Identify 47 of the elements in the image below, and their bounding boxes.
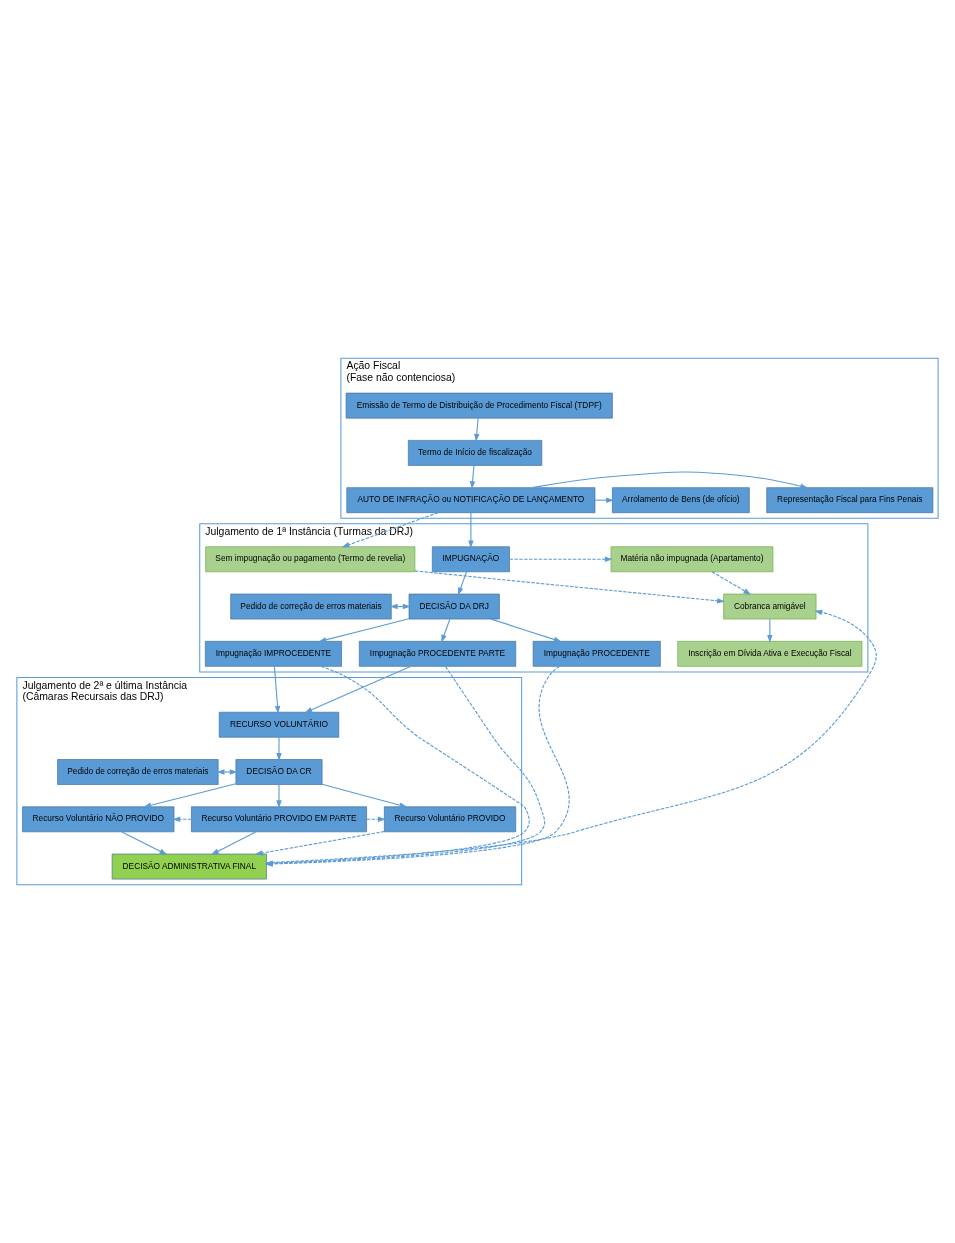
- node-box: Matéria não impugnada (Apartamento): [610, 546, 774, 573]
- node-box: Emissão de Termo de Distribuição de Procedimento Fiscal (TDPF): [345, 392, 613, 419]
- node-box: Cobranca amigável: [723, 593, 817, 620]
- node-box: Pedido de correção de erros materiais: [57, 759, 219, 785]
- node-box: Impugnação PROCEDENTE: [532, 640, 661, 667]
- node-box: RECURSO VOLUNTÁRIO: [218, 711, 340, 738]
- arrow: [468, 512, 474, 549]
- arrow: [318, 618, 410, 643]
- arrow: [711, 571, 752, 595]
- arrow: [414, 570, 726, 604]
- node-box: Recurso Voluntário NÃO PROVIDO: [22, 806, 175, 833]
- arrow: [509, 556, 613, 562]
- arrow: [531, 471, 809, 489]
- node-box: DECISÃO ADMINISTRATIVA FINAL: [111, 853, 267, 880]
- arrow: [276, 736, 282, 761]
- node-box: Sem impugnação ou pagamento (Termo de revelia): [205, 546, 416, 573]
- arrow: [490, 618, 562, 643]
- node-box: IMPUGNAÇÃO: [431, 546, 510, 573]
- arrow: [474, 417, 480, 442]
- arrow: [216, 769, 238, 775]
- node-box: Termo de Início de fiscalização: [407, 440, 543, 466]
- arrow: [276, 784, 282, 809]
- node-box: Representação Fiscal para Fins Penais: [766, 487, 934, 514]
- arrow: [121, 831, 168, 855]
- node-box: DECISÃO DA DRJ: [408, 593, 500, 620]
- arrow: [366, 816, 386, 823]
- node-box: Recurso Voluntário PROVIDO EM PARTE: [191, 806, 367, 833]
- arrow: [255, 831, 385, 856]
- arrow: [211, 831, 257, 855]
- arrow: [341, 512, 439, 548]
- node-box: Recurso Voluntário PROVIDO: [383, 806, 517, 833]
- node-box: Pedido de correção de erros materiais: [230, 593, 392, 620]
- node-box: Impugnação IMPROCEDENTE: [204, 640, 342, 667]
- arrow: [304, 665, 411, 713]
- node-box: Impugnação PROCEDENTE PARTE: [358, 640, 517, 667]
- arrow: [321, 783, 408, 808]
- node-box: Inscrição em Dívida Ativa e Execução Fiscal: [677, 640, 863, 667]
- node-box: DECISÃO DA CR: [235, 759, 323, 785]
- arrow: [143, 783, 237, 808]
- arrow: [767, 618, 773, 643]
- arrow: [469, 465, 476, 490]
- arrow: [458, 571, 468, 596]
- arrow: [172, 816, 192, 823]
- arrow: [273, 666, 281, 714]
- node-box: Arrolamento de Bens (de ofício): [612, 487, 750, 514]
- arrow: [441, 618, 451, 643]
- node-box: AUTO DE INFRAÇÃO ou NOTIFICAÇÃO DE LANÇAMENTO: [346, 487, 596, 514]
